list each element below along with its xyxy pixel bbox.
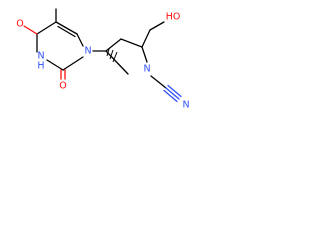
atom-carbonyl-bottom: O bbox=[59, 81, 66, 92]
atom-hydroxyl: HO bbox=[166, 12, 181, 23]
atom-carbonyl-top: O bbox=[16, 19, 23, 30]
atom-nitrile-n: N bbox=[182, 100, 189, 111]
bond-c6-n1 bbox=[76, 33, 84, 47]
bond-ch2-o bbox=[149, 21, 165, 31]
bond-cring-a bbox=[105, 38, 122, 52]
bond-c4-o bbox=[23, 25, 38, 35]
atom-ring-nh-h: H bbox=[37, 61, 44, 72]
atom-ring-n1: N bbox=[84, 46, 91, 57]
bond-cn-triple-3 bbox=[163, 89, 178, 103]
bond-n1-c2 bbox=[62, 56, 84, 71]
bond-c5-c6-double bbox=[57, 25, 76, 38]
bond-cring-c bbox=[141, 46, 148, 63]
bonds bbox=[23, 8, 182, 103]
atom-labels: HO O N H O N N N bbox=[16, 12, 189, 111]
bond-c5-c6 bbox=[55, 21, 78, 35]
bond-cring-b bbox=[120, 38, 143, 48]
bond-n-c bbox=[150, 75, 167, 89]
atom-ring-nh: N bbox=[37, 51, 44, 62]
bond-cn-triple-2 bbox=[167, 84, 182, 98]
bond-ch2 bbox=[141, 29, 151, 48]
bond-c4-c5 bbox=[36, 21, 57, 35]
bond-cring-d bbox=[105, 50, 129, 75]
bond-cn-triple-1 bbox=[165, 87, 180, 100]
molecule-structure: HO O N H O N N N bbox=[16, 8, 190, 111]
hashed-wedge-bond bbox=[106, 48, 118, 63]
atom-pyrrolidine-n: N bbox=[143, 64, 150, 75]
bond-c2-n3 bbox=[46, 59, 64, 71]
